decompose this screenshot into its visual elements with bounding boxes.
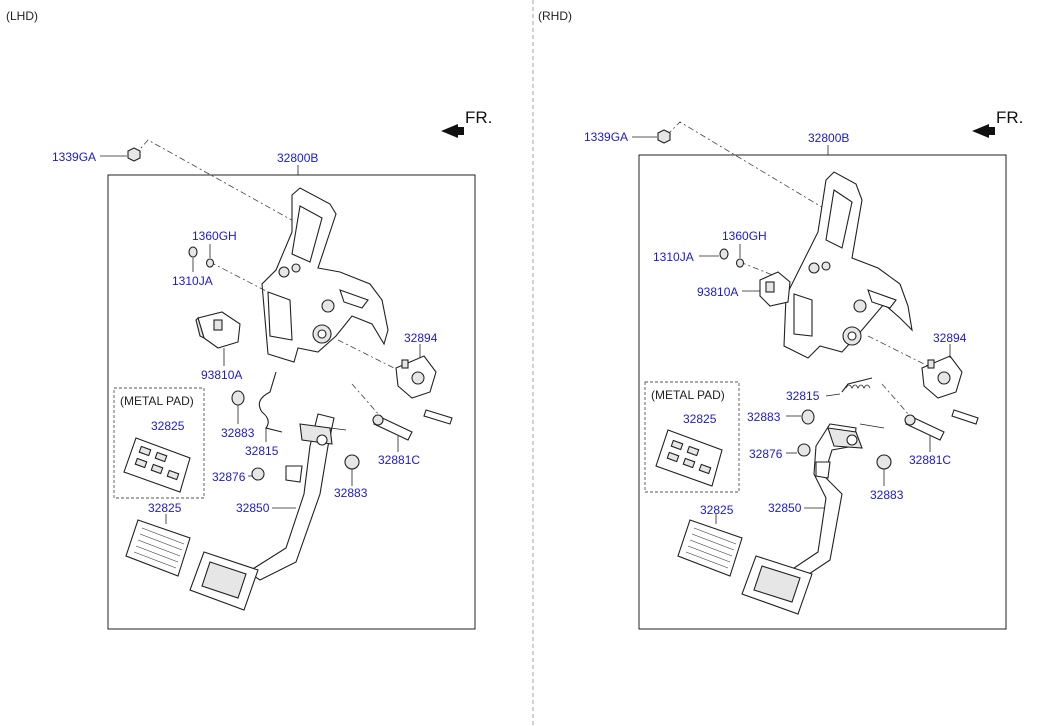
rhd-metal-pad-box (644, 381, 740, 493)
lhd-label-32800b: 32800B (277, 151, 318, 165)
lhd-clutch-pad (125, 519, 191, 577)
rhd-label-32850: 32850 (768, 501, 802, 515)
rhd-label-32815: 32815 (786, 389, 820, 403)
rhd-fr-label: FR. (996, 108, 1023, 127)
lhd-brake-pad (189, 551, 259, 611)
rhd-pedal-sensor (921, 355, 963, 399)
lhd-pedal-sensor (395, 355, 437, 399)
rhd-pedal-arm (787, 423, 885, 581)
lhd-metal-pad (123, 437, 191, 493)
lhd-panel: (LHD) FR. 1339GA 32800B (6, 9, 492, 630)
lhd-label-32881c: 32881C (378, 453, 420, 467)
lhd-fr-label: FR. (465, 108, 492, 127)
lhd-label-1310ja: 1310JA (172, 274, 213, 288)
lhd-pedal-arm (246, 413, 347, 581)
rhd-pedal-bracket (783, 171, 913, 359)
rhd-brake-pad (741, 555, 813, 615)
rhd-bushing-32883-a (801, 409, 815, 425)
lhd-return-spring (258, 371, 283, 433)
rhd-stop-lamp-switch (759, 271, 791, 307)
rhd-pivot-bolt (904, 409, 979, 441)
rhd-panel: (RHD) FR. 1339GA 32800B 1360GH 131 (538, 9, 1023, 630)
lhd-label-1360gh: 1360GH (192, 229, 237, 243)
lhd-label-32825-metal: 32825 (151, 419, 185, 433)
lhd-stop-lamp-switch (195, 311, 241, 349)
rhd-stopper-32876 (797, 443, 811, 457)
rhd-label-93810a: 93810A (697, 285, 738, 299)
lhd-label-32815: 32815 (245, 444, 279, 458)
rhd-bushing-32883-b (876, 454, 892, 470)
lhd-nut-1339ga (127, 147, 141, 162)
rhd-label-32883-a: 32883 (747, 410, 781, 424)
rhd-label-1339ga: 1339GA (584, 130, 628, 144)
rhd-return-spring (841, 377, 873, 393)
rhd-label-32894: 32894 (933, 331, 967, 345)
lhd-metal-pad-box (113, 387, 205, 499)
rhd-label-1360gh: 1360GH (722, 229, 767, 243)
lhd-title: (LHD) (6, 9, 38, 23)
rhd-label-32825-metal: 32825 (683, 412, 717, 426)
lhd-nut-1310ja (188, 246, 198, 258)
lhd-assembly-frame (107, 174, 476, 630)
lhd-label-32883-a: 32883 (221, 426, 255, 440)
lhd-label-32825: 32825 (148, 501, 182, 515)
lhd-pedal-bracket (261, 187, 389, 363)
rhd-clutch-pad (677, 519, 743, 577)
rhd-assembly-frame (638, 154, 1007, 630)
rhd-label-32876: 32876 (749, 447, 783, 461)
rhd-label-32881c: 32881C (909, 453, 951, 467)
rhd-washer-1360gh (735, 258, 745, 268)
rhd-label-32825: 32825 (700, 503, 734, 517)
lhd-pivot-bolt (372, 409, 453, 441)
rhd-label-32883-b: 32883 (870, 488, 904, 502)
lhd-label-32850: 32850 (236, 501, 270, 515)
rhd-title: (RHD) (538, 9, 572, 23)
lhd-bushing-32883-a (231, 390, 245, 406)
lhd-label-32894: 32894 (404, 331, 438, 345)
lhd-bushing-32883-b (344, 454, 360, 470)
rhd-metal-pad (655, 429, 723, 487)
lhd-label-metal-pad: (METAL PAD) (120, 394, 194, 408)
lhd-label-1339ga: 1339GA (52, 150, 96, 164)
rhd-label-32800b: 32800B (808, 131, 849, 145)
lhd-washer-1360gh (205, 258, 215, 268)
lhd-fr-arrow-icon (441, 124, 464, 138)
lhd-label-32876: 32876 (212, 470, 246, 484)
lhd-label-32883-b: 32883 (334, 486, 368, 500)
rhd-nut-1310ja (719, 248, 729, 260)
lhd-stopper-32876 (251, 467, 265, 481)
rhd-label-1310ja: 1310JA (653, 250, 694, 264)
rhd-label-metal-pad: (METAL PAD) (651, 388, 725, 402)
lhd-label-93810a: 93810A (201, 368, 242, 382)
rhd-nut-1339ga (657, 129, 671, 144)
rhd-fr-arrow-icon (972, 124, 995, 138)
